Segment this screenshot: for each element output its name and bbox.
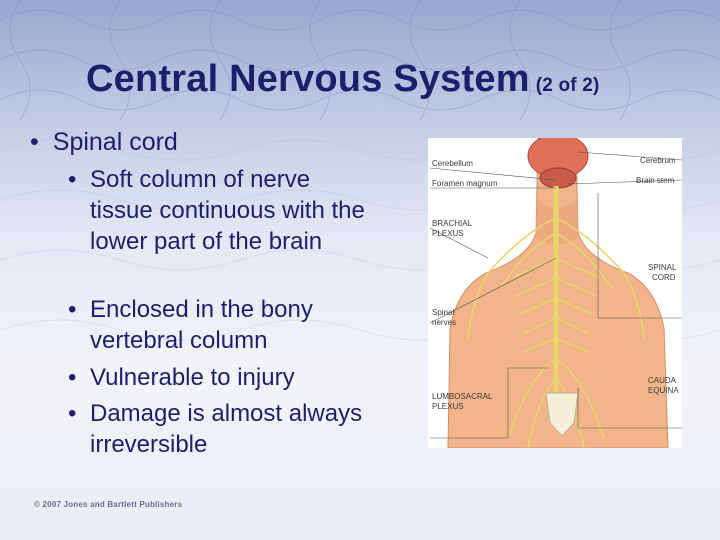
- label-spinal-cord-1: SPINAL: [648, 263, 677, 272]
- title-suffix: (2 of 2): [535, 75, 600, 96]
- label-brachial-plexus-2: PLEXUS: [432, 229, 464, 238]
- label-brain-stem: Brain stem: [636, 176, 675, 185]
- label-foramen-magnum: Foramen magnum: [432, 179, 498, 188]
- label-brachial-plexus-1: BRACHIAL: [432, 219, 473, 228]
- label-spinal-cord-2: CORD: [652, 273, 676, 282]
- sub-bullet-2: • Enclosed in the bony vertebral column: [68, 294, 378, 356]
- bullet-spinal-cord: • Spinal cord: [30, 128, 178, 157]
- bullet-dot: •: [68, 296, 77, 323]
- sub-bullet-1: • Soft column of nerve tissue continuous…: [68, 164, 378, 257]
- label-lumbosacral-plexus-2: PLEXUS: [432, 402, 464, 411]
- sub-bullet-text: Soft column of nerve tissue continuous w…: [90, 166, 365, 255]
- sub-bullet-text: Enclosed in the bony vertebral column: [90, 296, 313, 354]
- label-cauda-equina-1: CAUDA: [648, 376, 677, 385]
- sub-bullet-4: • Damage is almost always irreversible: [68, 398, 378, 460]
- brain-cerebellum: [539, 167, 577, 189]
- sacrum-bone: [545, 392, 579, 437]
- sub-bullet-text: Damage is almost always irreversible: [90, 400, 363, 458]
- bullet-dot: •: [68, 400, 77, 427]
- label-spinal-nerves-1: Spinal: [432, 308, 454, 317]
- bullet-dot: •: [30, 128, 39, 156]
- title-text: Central Nervous System: [86, 58, 530, 100]
- sub-bullet-3: • Vulnerable to injury: [68, 362, 378, 393]
- label-spinal-nerves-2: nerves: [432, 318, 456, 327]
- spinal-cord-illustration: Cerebellum Foramen magnum BRACHIAL PLEXU…: [428, 138, 682, 448]
- label-cauda-equina-2: EQUINA: [648, 386, 679, 395]
- bullet-label: Spinal cord: [52, 128, 178, 156]
- label-cerebellum: Cerebellum: [432, 159, 473, 168]
- copyright-notice: © 2007 Jones and Bartlett Publishers: [34, 500, 183, 509]
- slide-title: Central Nervous System(2 of 2): [86, 58, 600, 101]
- label-cerebrum: Cerebrum: [640, 156, 676, 165]
- sub-bullet-text: Vulnerable to injury: [90, 364, 295, 391]
- bullet-dot: •: [68, 166, 77, 193]
- label-lumbosacral-plexus-1: LUMBOSACRAL: [432, 392, 493, 401]
- bullet-dot: •: [68, 364, 77, 391]
